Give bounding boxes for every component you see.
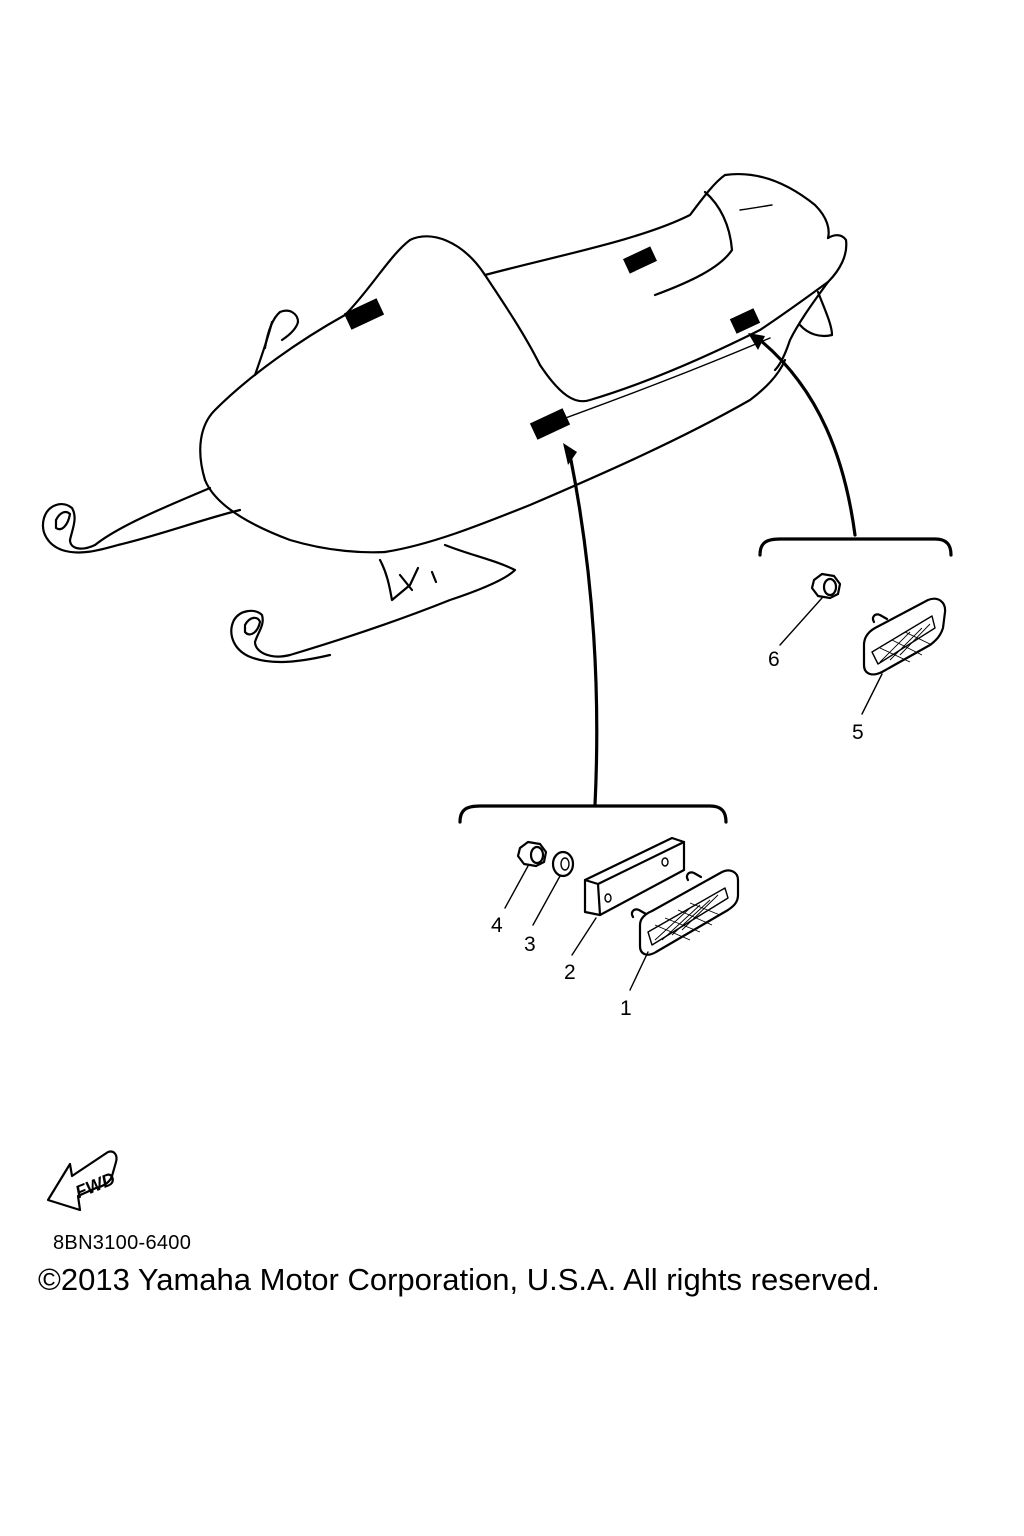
side-panel-top [538, 280, 830, 403]
fwd-label: FWD [72, 1168, 117, 1202]
arrow-to-front-reflector [568, 453, 599, 807]
snowmobile-illustration [41, 173, 848, 664]
hood-lower-edge [203, 478, 387, 554]
arrow-head-front [563, 443, 577, 465]
seat-line [739, 204, 773, 211]
callout-5: 5 [852, 721, 864, 744]
copyright-notice: ©2013 Yamaha Motor Corporation, U.S.A. A… [38, 1262, 880, 1297]
part-6-nut [810, 572, 842, 600]
side-panel-bottom [383, 358, 787, 554]
seat-outline [483, 173, 830, 277]
fwd-arrow-icon [46, 1150, 118, 1212]
reflector-1-grid [654, 894, 721, 941]
ski-front-tip [54, 510, 72, 531]
part-2-spacer-plate [583, 836, 686, 917]
snowflap [798, 290, 834, 338]
part-3-washer [551, 850, 575, 878]
ski-rear-tip [243, 616, 262, 636]
decal-seat [623, 246, 657, 274]
callout-4: 4 [491, 914, 503, 937]
tail-outline [773, 234, 848, 372]
front-reflector-assembly [516, 836, 740, 956]
arrow-to-rear-reflector [758, 338, 857, 537]
headlight-knob [263, 309, 300, 350]
ski-strut [378, 558, 438, 602]
hood-outline [199, 235, 542, 482]
callout-6: 6 [768, 648, 780, 671]
decal-side-rear [729, 308, 761, 334]
decal-side-front [529, 408, 571, 440]
callout-leaders [504, 597, 883, 991]
part-1-reflector [630, 869, 740, 956]
seat-crease [653, 190, 734, 297]
ski-front [41, 486, 242, 554]
bracket-front-assembly [458, 804, 728, 824]
decal-hood [343, 298, 385, 330]
arrow-head-rear [748, 333, 765, 350]
rear-reflector-assembly [810, 572, 947, 676]
part-code: 8BN3100-6400 [53, 1232, 192, 1254]
callout-1: 1 [620, 997, 632, 1020]
part-5-reflector [862, 597, 947, 676]
part-4-nut [516, 840, 548, 868]
fwd-indicator: FWD [46, 1150, 118, 1212]
leader-arrows [563, 333, 857, 807]
side-panel-groove [559, 337, 771, 421]
callout-3: 3 [524, 933, 536, 956]
reflector-5-grid [879, 623, 933, 663]
callout-2: 2 [564, 961, 576, 984]
ski-rear [230, 543, 517, 664]
bracket-rear-assembly [758, 537, 953, 557]
